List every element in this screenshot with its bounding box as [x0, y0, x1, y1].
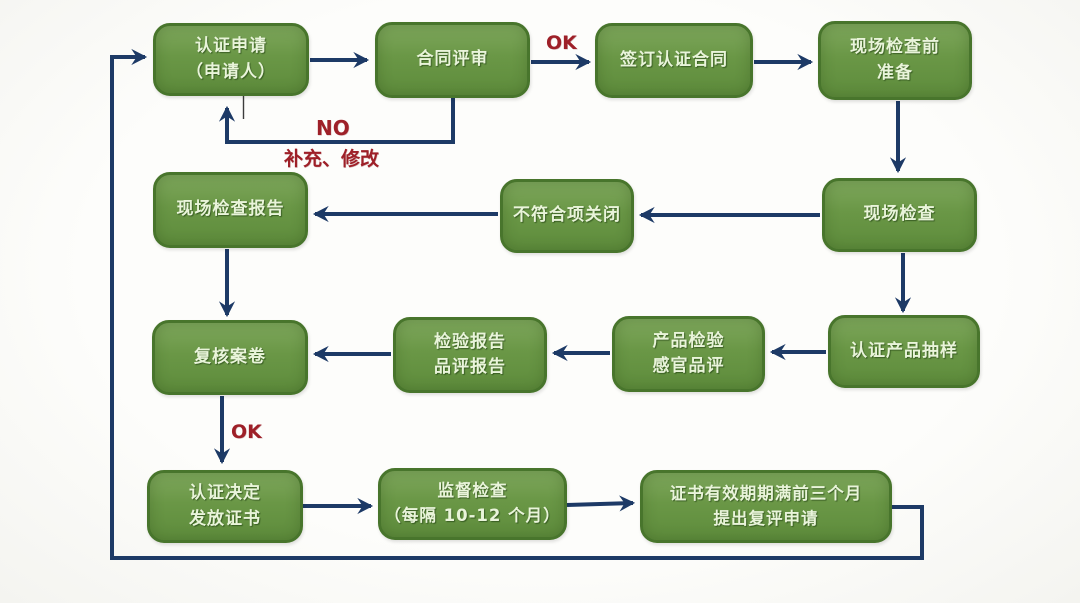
node-certification-application: 认证申请 （申请人） [153, 23, 309, 96]
label-supplement-modify: 补充、修改 [284, 148, 380, 170]
edge-renewal-to-application [110, 48, 924, 560]
node-pre-inspection-preparation: 现场检查前 准备 [818, 21, 972, 100]
node-review-case-file: 复核案卷 [152, 320, 308, 395]
node-contract-review: 合同评审 [375, 22, 530, 98]
label-ok-bottom: OK [231, 421, 262, 443]
node-sign-certification-contract: 签订认证合同 [595, 23, 753, 98]
label-no: NO [316, 116, 350, 140]
edge-supervision-to-renewal [566, 495, 636, 512]
node-site-inspection-report: 现场检查报告 [153, 172, 308, 248]
node-supervision-inspection: 监督检查 （每隔 10-12 个月） [378, 468, 567, 540]
node-certificate-expiry-reapply: 证书有效期期满前三个月 提出复评申请 [640, 470, 892, 543]
node-test-report-tasting-report: 检验报告 品评报告 [393, 317, 547, 393]
node-product-test-sensory-eval: 产品检验 感官品评 [612, 316, 765, 392]
edge-contract-review-no-loop [218, 98, 455, 144]
label-ok-top: OK [546, 32, 577, 54]
node-certified-product-sampling: 认证产品抽样 [828, 315, 980, 388]
node-site-inspection: 现场检查 [822, 178, 977, 252]
node-certification-decision: 认证决定 发放证书 [147, 470, 303, 543]
node-nonconformity-closure: 不符合项关闭 [500, 179, 634, 253]
